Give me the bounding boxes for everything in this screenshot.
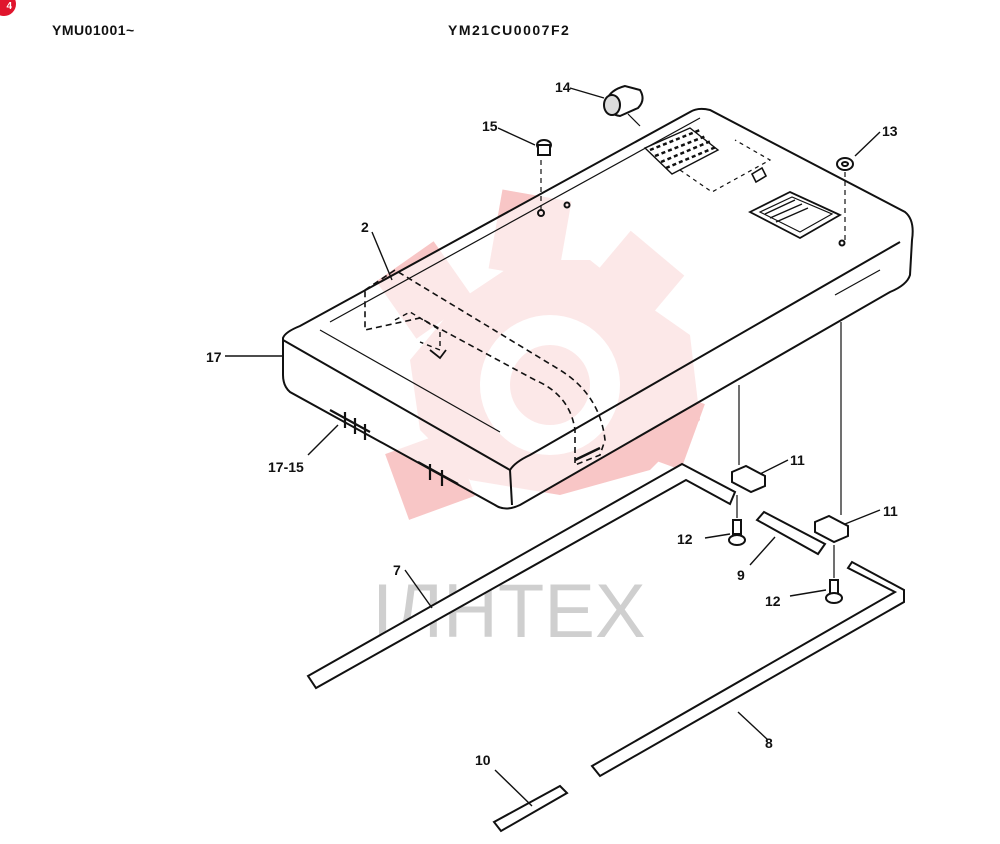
watermark-text: IЛHTEX (372, 569, 646, 654)
part-14-grommet-icon (603, 84, 644, 118)
callout-15: 15 (482, 118, 498, 134)
callout-12-lower: 12 (765, 593, 781, 609)
callout-10: 10 (475, 752, 491, 768)
callout-17: 17 (206, 349, 222, 365)
callout-11-lower: 11 (883, 503, 898, 519)
callout-7: 7 (393, 562, 401, 578)
part-11-block-icon (731, 464, 849, 544)
assembly-guide-lines (540, 113, 846, 578)
serial-range-label: YMU01001~ (52, 22, 135, 38)
leader-lines (225, 87, 881, 807)
callout-9: 9 (737, 567, 745, 583)
part-15-plug-icon (536, 139, 552, 156)
part-12-bolt-icon (728, 519, 843, 604)
callout-13: 13 (882, 123, 898, 139)
drawing-number-label: YM21CU0007F2 (448, 22, 571, 38)
part-13-cap-icon (836, 157, 854, 171)
cover-assembly (282, 107, 914, 510)
callout-2: 2 (361, 219, 369, 235)
part-7-seal-strip-icon (306, 462, 737, 690)
callout-14: 14 (555, 79, 571, 95)
page-marker-badge: 4 (0, 0, 16, 16)
callout-12-upper: 12 (677, 531, 693, 547)
part-10-seal-strip-icon (492, 784, 569, 833)
callout-17-15: 17-15 (268, 459, 304, 475)
callout-8: 8 (765, 735, 773, 751)
callout-11-upper: 11 (790, 452, 805, 468)
part-8-seal-strip-icon (590, 560, 905, 778)
part-9-seal-strip-icon (755, 510, 827, 556)
